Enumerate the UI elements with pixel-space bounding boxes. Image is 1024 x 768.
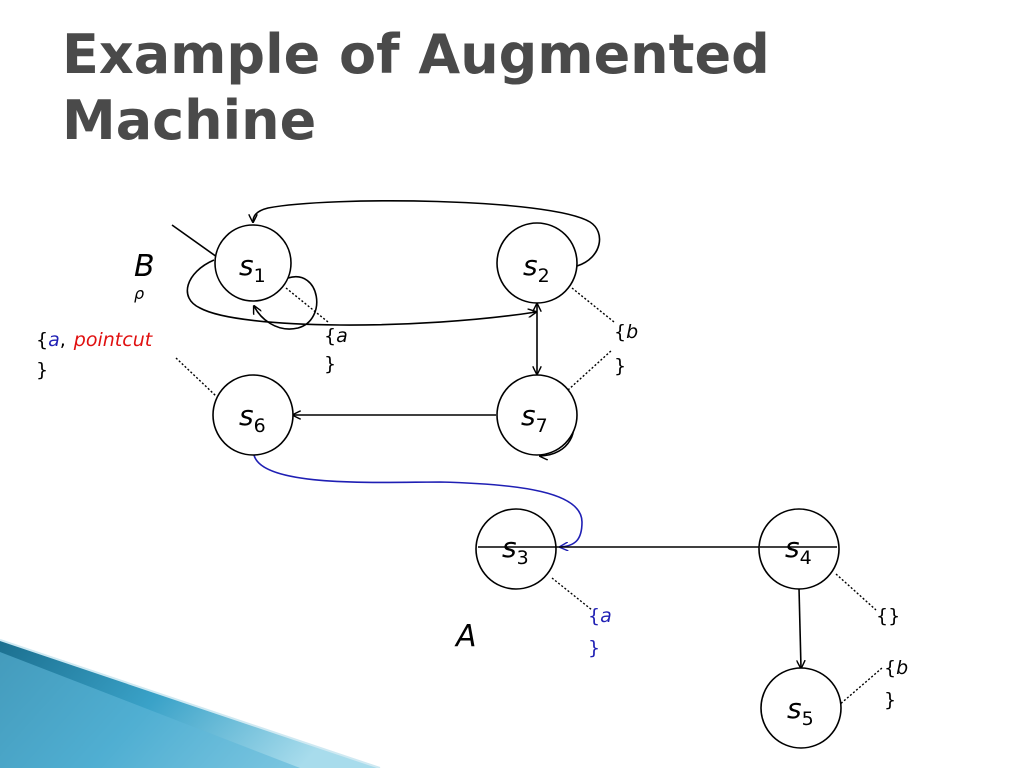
label-s1-line2: } bbox=[324, 353, 336, 375]
label-s2-line1: {b bbox=[614, 321, 638, 343]
edge-s1-self-loop bbox=[254, 275, 318, 330]
label-s3-line2: } bbox=[588, 637, 600, 659]
label-s5-line2: } bbox=[884, 689, 896, 711]
title-line-1: Example of Augmented bbox=[62, 23, 770, 86]
title-line-2: Machine bbox=[62, 89, 317, 152]
state-s5-circle bbox=[760, 667, 842, 749]
label-s6-line1: {a,pointcut bbox=[36, 329, 154, 351]
label-s4: {} bbox=[876, 605, 900, 627]
state-s5: s5 bbox=[787, 692, 814, 730]
label-s5-line1: {b bbox=[884, 657, 908, 679]
state-s1: s1 bbox=[239, 249, 266, 287]
state-s3: s3 bbox=[502, 531, 529, 569]
machine-b-name: B bbox=[134, 249, 155, 284]
state-s6: s6 bbox=[239, 399, 266, 437]
state-s7-circle bbox=[496, 374, 578, 456]
state-s7: s7 bbox=[521, 399, 548, 437]
edge-s4-s5 bbox=[799, 587, 801, 668]
machine-b-subscript: ρ bbox=[134, 284, 144, 303]
state-s2: s2 bbox=[523, 249, 550, 287]
edge-s2-s1-top bbox=[253, 200, 601, 267]
state-s4: s4 bbox=[785, 531, 812, 569]
state-s3-circle bbox=[475, 508, 557, 590]
label-s2-line2: } bbox=[614, 355, 626, 377]
label-s6-line2: } bbox=[36, 359, 48, 381]
label-s1-line1: {a bbox=[324, 325, 348, 347]
machine-a-name: A bbox=[454, 619, 477, 654]
edge-s1-s2-bottom bbox=[186, 259, 536, 326]
label-s3-line1: {a bbox=[588, 605, 612, 627]
state-s4-circle bbox=[758, 508, 840, 590]
state-s2-circle bbox=[496, 222, 578, 304]
label-connectors bbox=[175, 287, 883, 707]
slide-title: Example of Augmented Machine bbox=[62, 22, 962, 154]
decorative-ribbon bbox=[0, 639, 381, 768]
edge-s6-s3-blue bbox=[253, 454, 583, 547]
state-s6-circle bbox=[212, 374, 294, 456]
state-s1-circle bbox=[214, 224, 292, 302]
